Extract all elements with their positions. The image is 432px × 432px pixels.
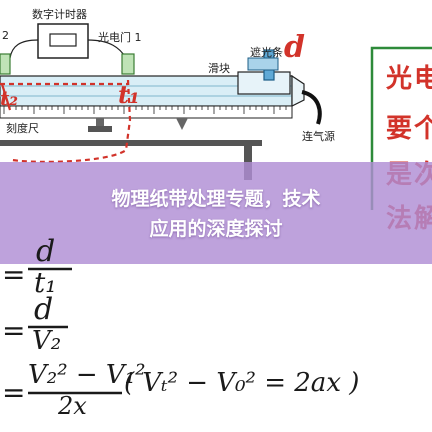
- timer-label: 数字计时器: [32, 8, 87, 21]
- shade-label: 遮光条: [250, 46, 283, 59]
- side-note-char-2: 要: [386, 114, 413, 144]
- banner-title-line-1: 物理纸带处理专题，技术: [111, 188, 321, 210]
- side-note-frame: [370, 46, 432, 210]
- formula-3-bar: [28, 391, 122, 395]
- side-note-char-2b: 个: [414, 114, 432, 144]
- side-note-char-1: 光: [386, 64, 413, 94]
- ruler: [0, 105, 293, 119]
- slider-label: 滑块: [208, 62, 230, 75]
- ruler-label: 刻度尺: [6, 122, 39, 135]
- t2-mark: t₂: [0, 86, 18, 110]
- formula-2-eq: =: [2, 314, 26, 347]
- formula-1-numerator: d: [36, 234, 56, 269]
- formula-2-bar: [28, 325, 68, 329]
- formula-1-denominator: t₁: [34, 266, 57, 299]
- formula-2-numerator: d: [34, 292, 54, 327]
- formula-1-eq: =: [2, 258, 26, 291]
- title-banner: [0, 162, 432, 264]
- t1-mark: t₁: [118, 80, 140, 109]
- formula-3-eq: =: [2, 376, 26, 409]
- formula-3-denominator: 2x: [58, 392, 87, 420]
- banner-title-line-2: 应用的深度探讨: [149, 218, 283, 240]
- photogate-2: [0, 53, 11, 75]
- gate2-label: 2: [2, 29, 9, 42]
- formula-3-numerator: V₂² − V₁²: [28, 360, 146, 390]
- air-hose: [301, 90, 322, 125]
- banner-title: 物理纸带处理专题，技术 应用的深度探讨: [0, 184, 432, 244]
- side-note-char-1b: 电: [414, 64, 432, 94]
- formula-3-kinematic: ( Vₜ² − V₀² = 2ax ): [124, 368, 360, 398]
- formula-1-bar: [28, 267, 72, 271]
- formula-2-denominator: V₂: [32, 326, 62, 356]
- d-mark: d: [284, 30, 305, 65]
- table-top: [0, 140, 262, 146]
- photogate-1: [121, 53, 135, 75]
- gate1-label: 光电门 1: [98, 31, 142, 44]
- air-source-label: 连气源: [302, 130, 335, 143]
- apparatus-diagram: [0, 23, 432, 210]
